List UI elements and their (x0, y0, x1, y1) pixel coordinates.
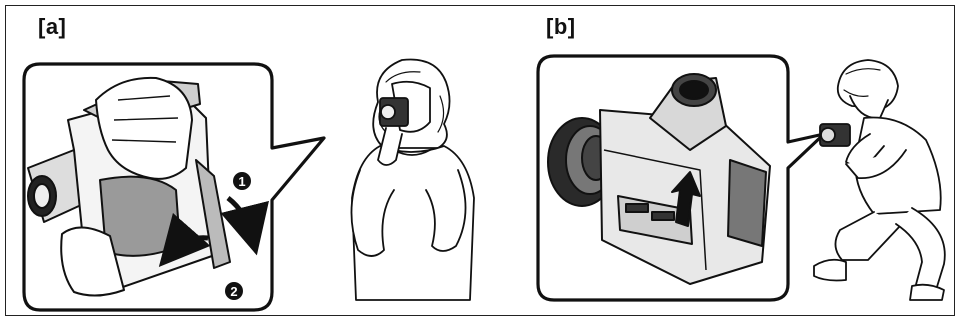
panel-a: 1 2 (24, 59, 474, 310)
step-1-marker: 1 (233, 172, 251, 190)
step-2-marker: 2 (225, 282, 243, 300)
kneeling-person-figure (814, 60, 945, 300)
step-1-number: 1 (238, 174, 245, 189)
step-2-number: 2 (230, 284, 237, 299)
standing-person-figure (351, 59, 474, 300)
panel-b (538, 56, 945, 300)
